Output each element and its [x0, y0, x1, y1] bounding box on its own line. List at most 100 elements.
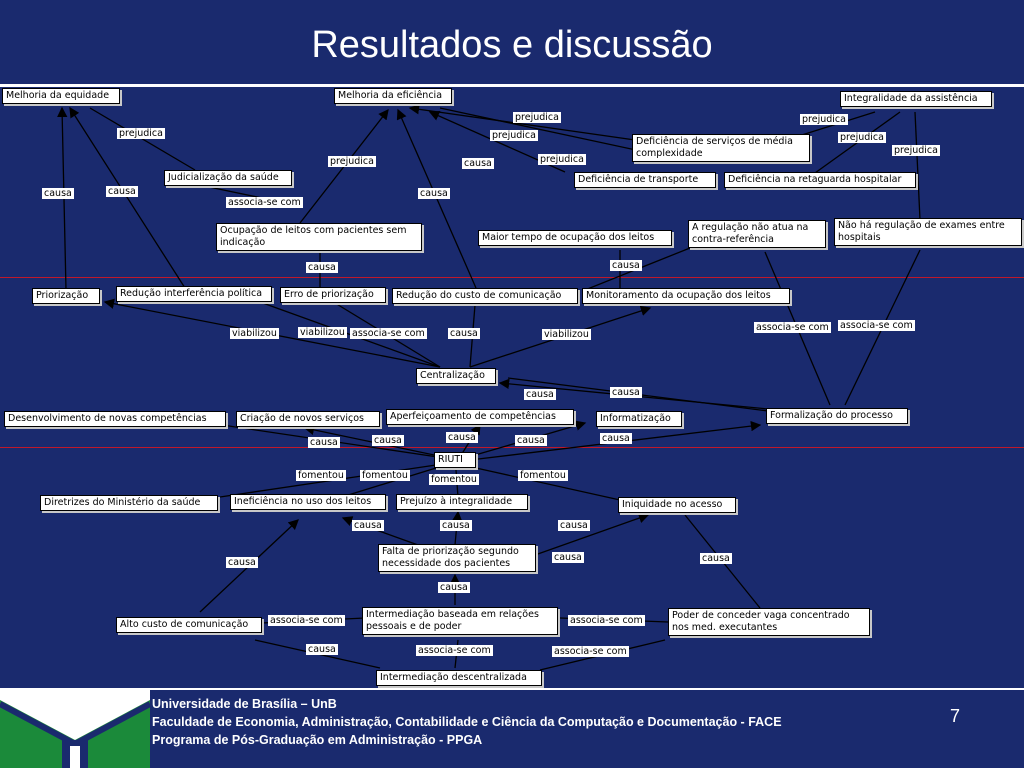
edge-label: causa	[352, 520, 384, 531]
node-diretrizes: Diretrizes do Ministério da saúde	[40, 495, 218, 511]
edge-label: viabilizou	[230, 328, 279, 339]
footer-line	[0, 688, 1024, 690]
edge-label: causa	[515, 435, 547, 446]
node-ineficiencia: Ineficiência no uso dos leitos	[230, 494, 386, 510]
node-iniquidade: Iniquidade no acesso	[618, 497, 736, 513]
node-riuti: RIUTI	[434, 452, 476, 468]
edge-label: associa-se com	[416, 645, 493, 656]
node-aperfeicoamento: Aperfeiçoamento de competências	[386, 409, 574, 425]
edge-label: causa	[524, 389, 556, 400]
edge-label: causa	[306, 262, 338, 273]
edge-label: causa	[306, 644, 338, 655]
edge-label: causa	[226, 557, 258, 568]
edge-label: associa-se com	[838, 320, 915, 331]
node-integralidade: Integralidade da assistência	[840, 91, 992, 107]
edge	[914, 111, 921, 221]
node-judicializacao: Judicialização da saúde	[164, 170, 292, 186]
unb-logo-icon	[0, 690, 150, 768]
edge	[57, 106, 68, 291]
node-erro-priorizacao: Erro de priorização	[280, 287, 386, 303]
edge-label: fomentou	[429, 474, 479, 485]
edge-label: prejudica	[513, 112, 561, 123]
edge-label: causa	[42, 188, 74, 199]
edge-label: prejudica	[892, 145, 940, 156]
node-falta-priorizacao: Falta de priorização segundo necessidade…	[378, 544, 536, 572]
edge-label: causa	[106, 186, 138, 197]
edge-label: associa-se com	[268, 615, 345, 626]
edge-label: prejudica	[117, 128, 165, 139]
edge-label: prejudica	[490, 130, 538, 141]
edge-label: prejudica	[800, 114, 848, 125]
footer-program: Programa de Pós-Graduação em Administraç…	[152, 733, 483, 747]
node-prejuizo: Prejuízo à integralidade	[396, 494, 528, 510]
node-reducao-politica: Redução interferência política	[116, 286, 272, 302]
edge-label: fomentou	[518, 470, 568, 481]
node-poder-conceder: Poder de conceder vaga concentrado nos m…	[668, 608, 870, 636]
node-deficiencia-retaguarda: Deficiência na retaguarda hospitalar	[724, 172, 916, 188]
edge-label: causa	[462, 158, 494, 169]
edge-label: associa-se com	[350, 328, 427, 339]
edge-label: prejudica	[838, 132, 886, 143]
edge-label: causa	[558, 520, 590, 531]
edge	[69, 106, 186, 289]
edge	[408, 104, 636, 141]
footer-faculty: Faculdade de Economia, Administração, Co…	[152, 715, 782, 729]
edge-label: causa	[610, 260, 642, 271]
edge-label: associa-se com	[568, 615, 645, 626]
edge-label: causa	[308, 437, 340, 448]
edge-label: causa	[440, 520, 472, 531]
edge-label: viabilizou	[298, 327, 347, 338]
edge	[221, 424, 459, 461]
node-deficiencia-servicos: Deficiência de serviços de média complex…	[632, 134, 810, 162]
edge	[534, 513, 650, 556]
footer-university: Universidade de Brasília – UnB	[152, 697, 337, 711]
edge	[89, 107, 196, 171]
edge	[807, 111, 901, 179]
edge-label: causa	[446, 432, 478, 443]
node-alto-custo: Alto custo de comunicação	[116, 617, 262, 633]
node-reducao-custo: Redução do custo de comunicação	[392, 288, 578, 304]
node-informatizacao: Informatização	[596, 411, 682, 427]
divider-line-lower	[0, 447, 1024, 448]
footer	[0, 688, 1024, 768]
edge-label: causa	[610, 387, 642, 398]
edge-label: causa	[372, 435, 404, 446]
node-ocupacao-leitos: Ocupação de leitos com pacientes sem ind…	[216, 223, 422, 251]
node-melhoria-equidade: Melhoria da equidade	[2, 88, 120, 104]
edge	[396, 108, 477, 289]
node-centralizacao: Centralização	[416, 368, 496, 384]
edge	[344, 467, 437, 497]
edge-label: prejudica	[538, 154, 586, 165]
edge-label: causa	[438, 582, 470, 593]
node-formalizacao: Formalização do processo	[766, 408, 908, 424]
edge-label: associa-se com	[552, 646, 629, 657]
divider-line-upper	[0, 277, 1024, 278]
edge-label: associa-se com	[226, 197, 303, 208]
node-nao-ha-regulacao: Não há regulação de exames entre hospita…	[834, 218, 1022, 246]
node-deficiencia-transporte: Deficiência de transporte	[574, 172, 716, 188]
edge-label: causa	[552, 552, 584, 563]
node-maior-tempo: Maior tempo de ocupação dos leitos	[478, 230, 672, 246]
edge-label: causa	[600, 433, 632, 444]
node-melhoria-eficiencia: Melhoria da eficiência	[334, 88, 452, 104]
node-criacao-servicos: Criação de novos serviços	[236, 411, 380, 427]
node-regulacao-contra: A regulação não atua na contra-referênci…	[688, 220, 826, 248]
edge-label: fomentou	[296, 470, 346, 481]
page-number: 7	[950, 706, 961, 726]
edge-label: viabilizou	[542, 329, 591, 340]
edge-label: causa	[418, 188, 450, 199]
node-intermediacao-descentralizada: Intermediação descentralizada	[376, 670, 542, 686]
edge-label: causa	[700, 553, 732, 564]
node-monitoramento: Monitoramento da ocupação dos leitos	[582, 288, 790, 304]
edge-label: prejudica	[328, 156, 376, 167]
slide-title: Resultados e discussão	[311, 24, 713, 66]
edge	[439, 107, 637, 151]
edge-label: associa-se com	[754, 322, 831, 333]
node-desenvolvimento: Desenvolvimento de novas competências	[4, 411, 226, 427]
node-intermediacao-relacoes: Intermediação baseada em relações pessoa…	[362, 607, 558, 635]
edge	[475, 467, 621, 501]
edge-label: causa	[448, 328, 480, 339]
edge-label: fomentou	[360, 470, 410, 481]
